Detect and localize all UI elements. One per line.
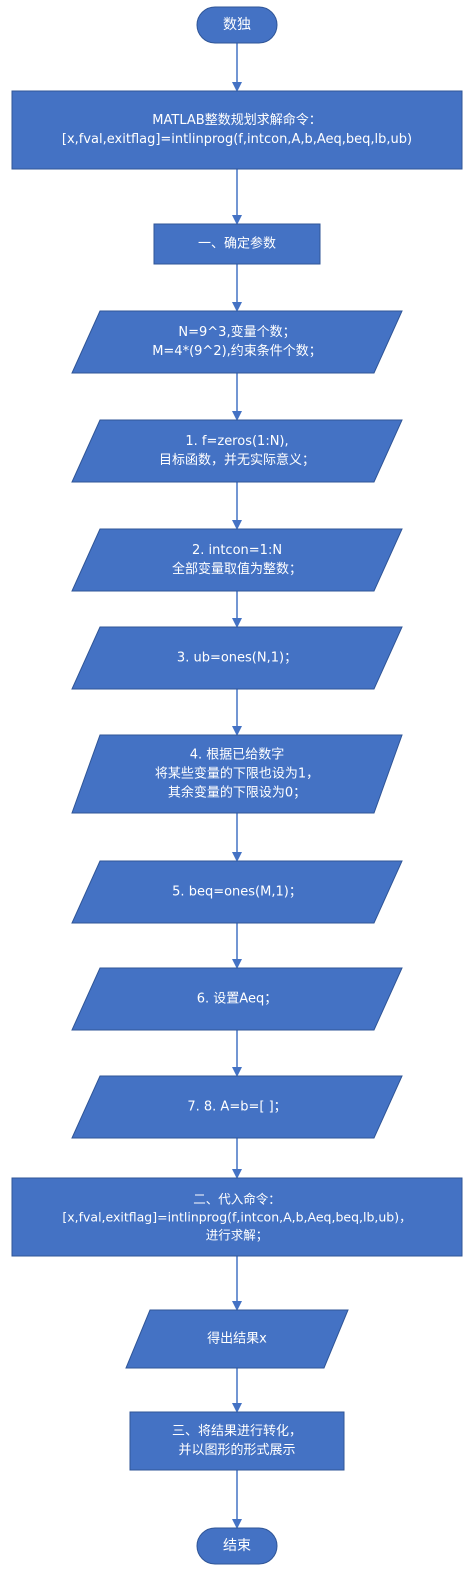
node-step-three-line-1: 并以图形的形式展示 (178, 1442, 295, 1458)
node-params-line-0: N=9^3,变量个数； (178, 324, 295, 340)
node-end-line-0: 结束 (223, 1538, 251, 1554)
node-step-one-shape (153, 223, 321, 265)
node-command-intro-line-0: MATLAB整数规划求解命令： (152, 112, 321, 128)
node-end: 结束 (196, 1527, 278, 1565)
node-param-intcon-shape (71, 528, 403, 592)
node-param-lb-line-1: 将某些变量的下限也设为1， (155, 766, 319, 782)
node-start-shape (196, 6, 278, 44)
node-param-intcon-line-1: 全部变量取值为整数； (172, 561, 302, 577)
node-param-beq-shape (71, 860, 403, 924)
node-param-ub-shape (71, 626, 403, 690)
node-step-three-shape (129, 1411, 345, 1471)
node-param-ab-line-0: 7. 8. A=b=[ ]； (187, 1100, 286, 1115)
flow-nodes: 数独 MATLAB整数规划求解命令： [x,fval,exitflag]=intli… (11, 6, 463, 1565)
node-param-ub-line-0: 3. ub=ones(N,1)； (177, 651, 297, 666)
node-command-intro-shape (11, 90, 463, 170)
node-param-lb-line-0: 4. 根据已给数字 (190, 748, 285, 763)
node-param-intcon-line-0: 2. intcon=1:N (192, 543, 282, 558)
node-step-three-line-0: 三、将结果进行转化， (172, 1424, 302, 1439)
node-step-two-line-2: 进行求解； (206, 1228, 269, 1243)
node-start-line-0: 数独 (223, 17, 251, 33)
node-param-aeq-shape (71, 967, 403, 1031)
node-param-aeq-line-0: 6. 设置Aeq； (197, 992, 277, 1007)
node-param-f: 1. f=zeros(1:N), 目标函数，并无实际意义； (71, 419, 403, 483)
node-param-beq: 5. beq=ones(M,1)； (71, 860, 403, 924)
node-param-aeq: 6. 设置Aeq； (71, 967, 403, 1031)
node-end-shape (196, 1527, 278, 1565)
node-step-two-line-1: [x,fval,exitflag]=intlinprog(f,intcon,A,… (62, 1210, 411, 1225)
node-result: 得出结果x (125, 1309, 349, 1369)
node-params-line-1: M=4*(9^2),约束条件个数； (152, 343, 322, 359)
node-command-intro-line-1: [x,fval,exitflag]=intlinprog(f,intcon,A,… (62, 132, 412, 147)
node-step-one: 一、确定参数 (153, 223, 321, 265)
node-params-shape (71, 310, 403, 374)
node-param-f-line-0: 1. f=zeros(1:N), (185, 434, 288, 449)
node-start: 数独 (196, 6, 278, 44)
node-step-two-shape (11, 1177, 463, 1257)
node-param-ab: 7. 8. A=b=[ ]； (71, 1075, 403, 1139)
node-params: N=9^3,变量个数； M=4*(9^2),约束条件个数； (71, 310, 403, 374)
node-command-intro: MATLAB整数规划求解命令： [x,fval,exitflag]=intlinp… (11, 90, 463, 170)
node-param-lb-line-2: 其余变量的下限设为0； (168, 784, 306, 800)
node-step-two-line-0: 二、代入命令： (193, 1191, 281, 1206)
node-param-f-shape (71, 419, 403, 483)
node-param-beq-line-0: 5. beq=ones(M,1)； (172, 885, 302, 900)
node-step-two: 二、代入命令： [x,fval,exitflag]=intlinprog(f,in… (11, 1177, 463, 1257)
node-param-lb-shape (71, 734, 403, 814)
node-step-one-line-0: 一、确定参数 (198, 236, 276, 252)
node-step-three: 三、将结果进行转化， 并以图形的形式展示 (129, 1411, 345, 1471)
node-result-line-0: 得出结果x (207, 1331, 267, 1347)
node-param-ub: 3. ub=ones(N,1)； (71, 626, 403, 690)
node-param-f-line-1: 目标函数，并无实际意义； (159, 452, 315, 468)
node-result-shape (125, 1309, 349, 1369)
node-param-intcon: 2. intcon=1:N 全部变量取值为整数； (71, 528, 403, 592)
node-param-ab-shape (71, 1075, 403, 1139)
